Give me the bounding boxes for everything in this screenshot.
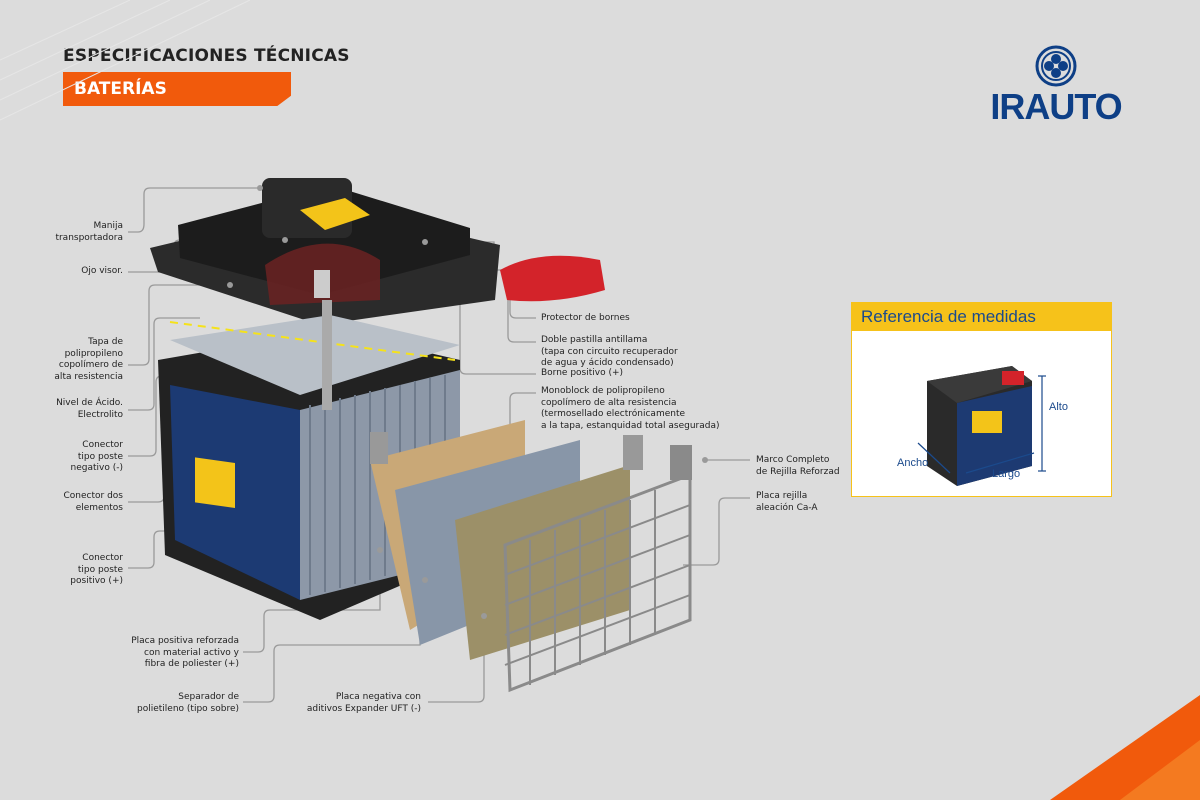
measurement-reference-panel: Referencia de medidas Alto Ancho Largo [851, 302, 1112, 497]
reference-title: Referencia de medidas [852, 303, 1111, 331]
label-protector-bornes: Protector de bornes [541, 313, 630, 323]
battery-exploded-illustration [150, 178, 692, 693]
dimension-alto: Alto [1049, 401, 1068, 413]
dimension-largo: Largo [992, 468, 1021, 480]
irauto-emblem-icon [1035, 45, 1077, 87]
section-tag: BATERÍAS [63, 72, 291, 106]
label-monoblock: Monoblock de polipropileno copolímero de… [541, 386, 720, 431]
label-separador: Separador de polietileno (tipo sobre) [137, 692, 239, 714]
label-conector-elementos: Conector dos elementos [63, 491, 123, 513]
label-doble-pastilla: Doble pastilla antillama (tapa con circu… [541, 335, 678, 368]
section-tag-label: BATERÍAS [74, 79, 167, 99]
battery-dimensions-illustration [917, 366, 1046, 486]
label-placa-positiva: Placa positiva reforzada con material ac… [131, 636, 239, 669]
dimension-ancho: Ancho [897, 457, 929, 469]
label-conector-negativo: Conector tipo poste negativo (-) [70, 440, 123, 473]
logo-text: IRAUTO [990, 86, 1122, 127]
label-marco-rejilla: Marco Completo de Rejilla Reforzad [756, 455, 840, 477]
page-title: ESPECIFICACIONES TÉCNICAS [63, 46, 350, 66]
label-manija: Manija transportadora [55, 221, 123, 243]
label-placa-negativa: Placa negativa con aditivos Expander UFT… [306, 692, 421, 714]
label-conector-positivo: Conector tipo poste positivo (+) [70, 553, 123, 586]
label-ojo-visor: Ojo visor. [81, 266, 123, 276]
label-placa-rejilla: Placa rejilla aleación Ca-A [756, 491, 818, 513]
label-tapa: Tapa de polipropileno copolímero de alta… [54, 337, 123, 382]
irauto-logo: IRAUTO [975, 44, 1137, 127]
label-nivel-acido: Nivel de Ácido. Electrolito [56, 398, 123, 420]
label-borne-positivo: Borne positivo (+) [541, 368, 624, 378]
